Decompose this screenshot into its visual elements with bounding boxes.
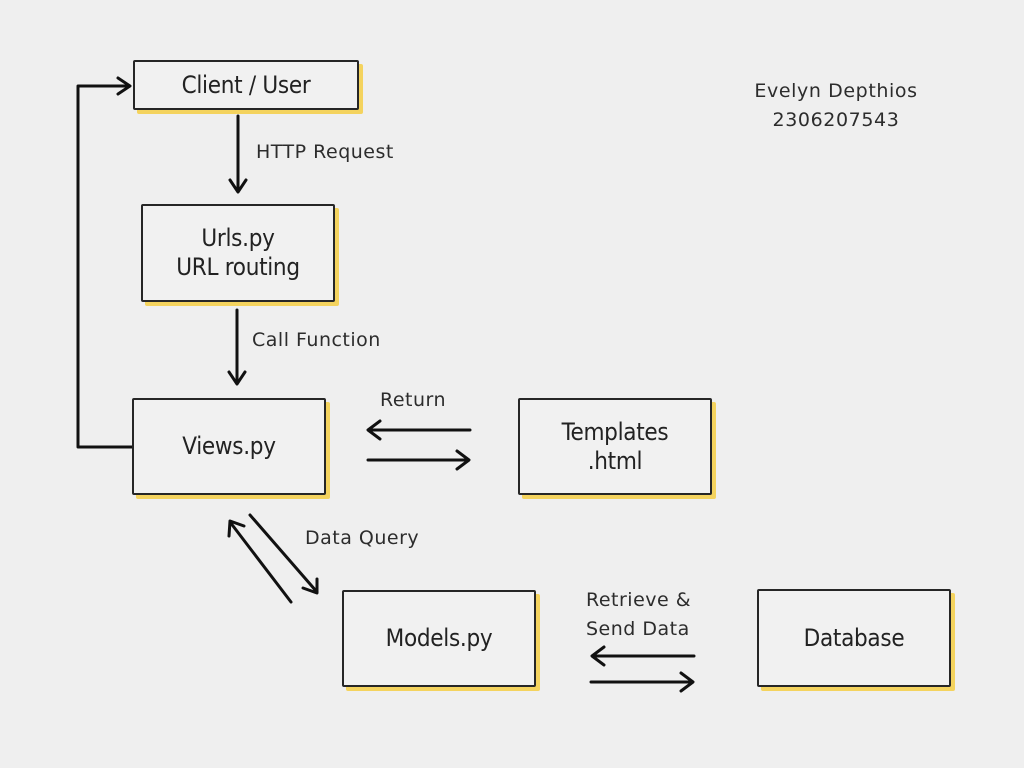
render-arrow [366, 449, 471, 471]
http-request-label: HTTP Request [256, 141, 394, 163]
data-query-arrow [248, 513, 319, 595]
urls-py-label: Urls.py [201, 224, 275, 252]
return-arrow [366, 419, 472, 441]
author-block: Evelyn Depthios 2306207543 [730, 77, 942, 135]
query-result-arrow [227, 519, 293, 604]
retrieve-send-label: Retrieve & Send Data [586, 586, 691, 644]
url-routing-label: URL routing [176, 253, 300, 281]
client-user-label: Client / User [181, 70, 311, 99]
call-function-label: Call Function [252, 329, 381, 351]
return-label: Return [380, 389, 447, 411]
author-name: Evelyn Depthios [754, 80, 918, 102]
retrieve-arrow [590, 645, 696, 667]
views-py-node: Views.py [132, 398, 326, 495]
html-label: .html [587, 446, 643, 475]
database-label: Database [803, 623, 905, 652]
models-py-label: Models.py [385, 624, 493, 652]
templates-label: Templates [561, 417, 669, 446]
retrieve-label: Retrieve & [586, 589, 692, 611]
urls-py-node: Urls.py URL routing [141, 204, 335, 302]
views-py-label: Views.py [182, 432, 276, 460]
send-arrow [589, 671, 695, 693]
database-node: Database [757, 589, 951, 687]
response-loop-arrow [76, 76, 142, 449]
send-data-label: Send Data [586, 618, 690, 640]
client-user-node: Client / User [133, 60, 359, 110]
models-py-node: Models.py [342, 590, 536, 687]
http-request-arrow [228, 114, 248, 194]
call-function-arrow [227, 308, 247, 386]
templates-node: Templates .html [518, 398, 712, 495]
data-query-label: Data Query [305, 527, 420, 549]
author-id: 2306207543 [772, 109, 900, 131]
